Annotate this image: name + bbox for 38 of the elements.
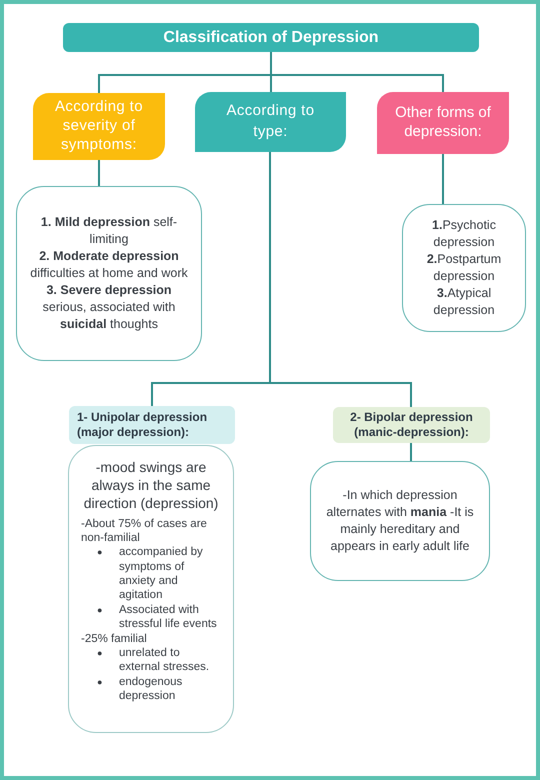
list-item-text: accompanied by symptoms of anxiety and agitation [119,545,204,603]
connector-line [270,52,444,92]
node-text: -In which depression alternates with mania -It is mainly hereditary and appears in early adult life [325,487,475,555]
detail-box [402,204,526,332]
list-item-text: endogenous depression [119,674,184,704]
subtype-box [333,407,490,443]
list-item-text: Associated with stressful life events [119,602,218,632]
bullet-marker: ● [96,646,104,660]
node-text: Other forms of depression: [394,104,492,142]
node-text: 1.Psychotic depression [431,217,497,252]
bullet-marker: ● [96,676,104,689]
detail-box [16,186,202,361]
category-box [195,92,346,152]
bullet-marker: ● [96,604,104,617]
node-text: 2. Moderate depression difficulties at home and work [29,248,189,282]
detail-box [68,445,234,733]
node-text: According to severity of symptoms: [54,98,144,155]
title-box [63,23,479,52]
detail-box [310,461,490,581]
node-text: 1. Mild depression self-limiting [40,214,178,248]
connector-line [269,152,412,407]
list-item-text: unrelated to external stresses. [119,646,210,675]
node-text: Classification of Depression [163,28,379,48]
connector-line [410,443,412,461]
node-text: 2.Postpartum depression [426,251,502,285]
category-box [377,92,509,154]
node-text: -25% familial [81,632,148,646]
subtype-box [69,406,235,444]
connector-line [98,160,100,186]
node-text: According to type: [226,101,316,142]
node-text: 3. Severe depression serious, associated with suicidal thoughts [42,282,176,333]
bullet-marker: ● [96,546,104,560]
node-text: -mood swings are always in the same direction (depression) [82,458,220,513]
node-text: 2- Bipolar depression (manic-depression): [349,410,474,440]
category-box [33,93,165,160]
node-text: 1- Unipolar depression (major depression): [77,410,208,440]
connector-line [442,154,444,204]
node-text: 3.Atypical depression [432,284,496,319]
